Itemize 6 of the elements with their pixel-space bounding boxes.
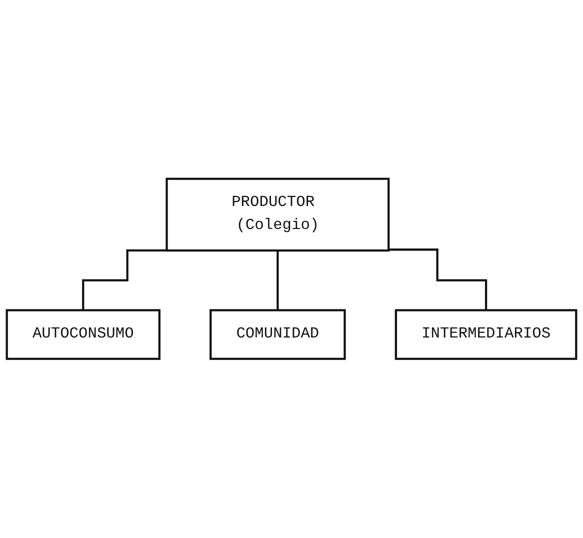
node-box: AUTOCONSUMO [6,309,160,360]
node-box: COMUNIDAD [210,309,346,360]
connector [388,248,488,312]
node-box: INTERMEDIARIOS [394,309,578,360]
node-box: PRODUCTOR (Colegio) [166,178,390,252]
connector [276,250,279,312]
